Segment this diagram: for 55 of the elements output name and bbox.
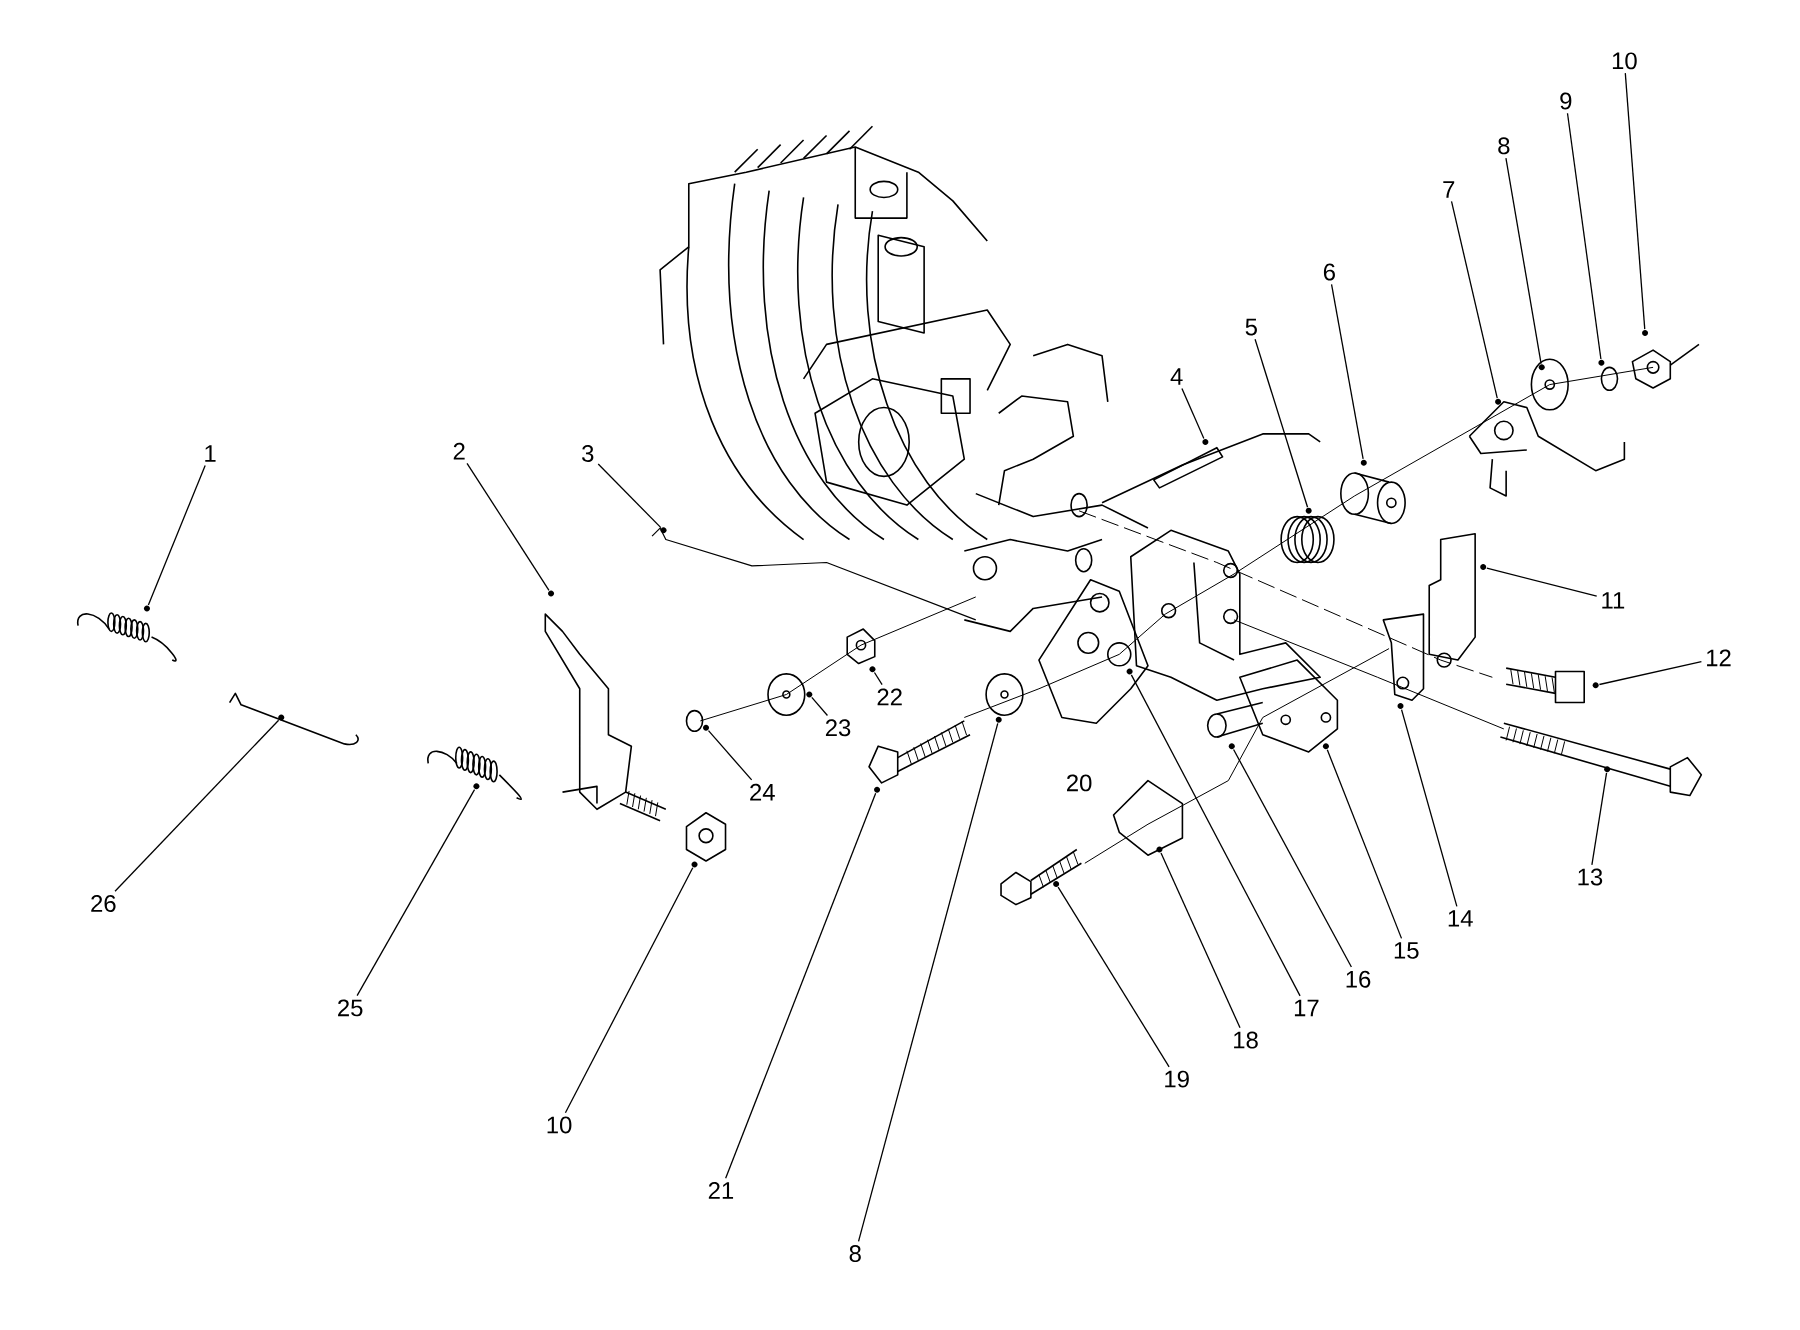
leader-line [466,462,550,591]
leader-line [1598,660,1703,685]
leader-line [564,866,694,1114]
callout-number: 10 [547,1116,572,1134]
leader-line [1591,772,1608,866]
leader-line [707,729,753,781]
leader-line [356,788,476,997]
leader-line [873,671,883,686]
callout-number: 17 [1294,999,1319,1016]
leader-line [725,792,877,1179]
leader-line [1566,112,1602,360]
callout-number: 14 [1448,909,1473,927]
callout-number: 15 [1394,941,1419,959]
leader-line [1400,708,1458,907]
leader-line [1450,200,1498,399]
callout-number: 7 [1443,180,1455,198]
leader-line [1624,72,1646,330]
callout-number: 26 [91,894,116,912]
callout-number: 11 [1602,591,1625,609]
callout-number: 16 [1346,970,1371,988]
callout-number: 12 [1707,649,1731,666]
leader-line [1326,748,1403,939]
callout-number: 18 [1234,1031,1258,1049]
leader-line [1160,852,1241,1029]
callout-number: 10 [1612,52,1637,70]
callout-number: 8 [1498,137,1510,154]
leader-line [114,719,280,892]
callout-number: 3 [582,444,594,462]
leader-line [1330,283,1364,460]
callout-number: 21 [708,1181,734,1199]
callout-number: 1 [205,445,216,462]
callout-number: 13 [1578,868,1603,886]
leader-line [147,464,206,606]
leader-line [811,696,829,716]
callout-number: 9 [1560,92,1572,110]
leader-line [1130,674,1301,997]
leader-line [597,463,662,529]
callout-number: 25 [338,999,363,1017]
leader-line [1181,387,1205,439]
leader-line [1057,886,1170,1068]
callout-number: 4 [1170,368,1183,385]
callout-number: 6 [1323,263,1335,281]
callout-number: 8 [849,1244,861,1262]
callout-number: 19 [1165,1070,1189,1088]
leader-line [857,722,999,1242]
leader-line [1254,338,1309,508]
leader-line [1486,567,1598,597]
callout-number: 22 [877,688,902,705]
callout-number: 20 [1067,774,1092,792]
callout-number: 2 [453,442,465,460]
callout-number: 24 [750,783,775,801]
leader-line [1232,748,1353,968]
callout-number: 23 [825,719,851,737]
leader-line [1505,157,1542,364]
callout-number: 5 [1245,318,1257,336]
